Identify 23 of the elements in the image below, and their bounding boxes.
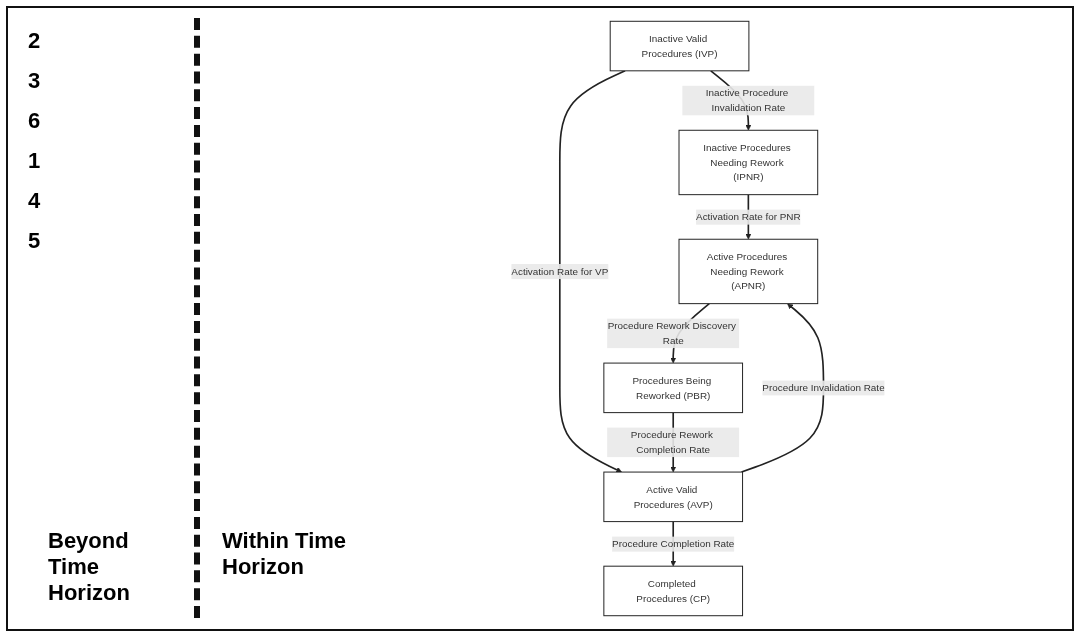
- node-box: Inactive Procedures Needing Rework (IPNR): [678, 129, 819, 196]
- node-box: Completed Procedures (CP): [603, 565, 744, 617]
- node-box: Active Valid Procedures (AVP): [603, 471, 744, 523]
- edge-label: Procedure Rework Discovery Rate: [607, 319, 736, 346]
- path-number: 4: [28, 188, 41, 214]
- edge-label: Procedure Invalidation Rate: [762, 381, 885, 393]
- node-box: Active Procedures Needing Rework (APNR): [678, 238, 819, 305]
- arrow: [559, 70, 626, 473]
- edge-label: Activation Rate for VP: [511, 265, 609, 277]
- edge-label: Procedure Rework Completion Rate: [630, 428, 713, 455]
- path-number: 2: [28, 28, 41, 54]
- edge-label: Procedure Completion Rate: [612, 537, 735, 550]
- zone-label: Within Time Horizon: [222, 528, 348, 580]
- node-box: Inactive Valid Procedures (IVP): [609, 20, 750, 72]
- edge-label: Activation Rate for PNR: [696, 210, 801, 223]
- path-number: 5: [28, 228, 41, 254]
- arrow: [740, 303, 825, 473]
- node-box: Procedures Being Reworked (PBR): [603, 362, 744, 414]
- path-number: 6: [28, 108, 41, 134]
- path-number: 3: [28, 68, 41, 94]
- path-number: 1: [28, 148, 41, 174]
- edge-label: Inactive Procedure Invalidation Rate: [705, 87, 789, 114]
- zone-label: Beyond Time Horizon: [48, 528, 131, 606]
